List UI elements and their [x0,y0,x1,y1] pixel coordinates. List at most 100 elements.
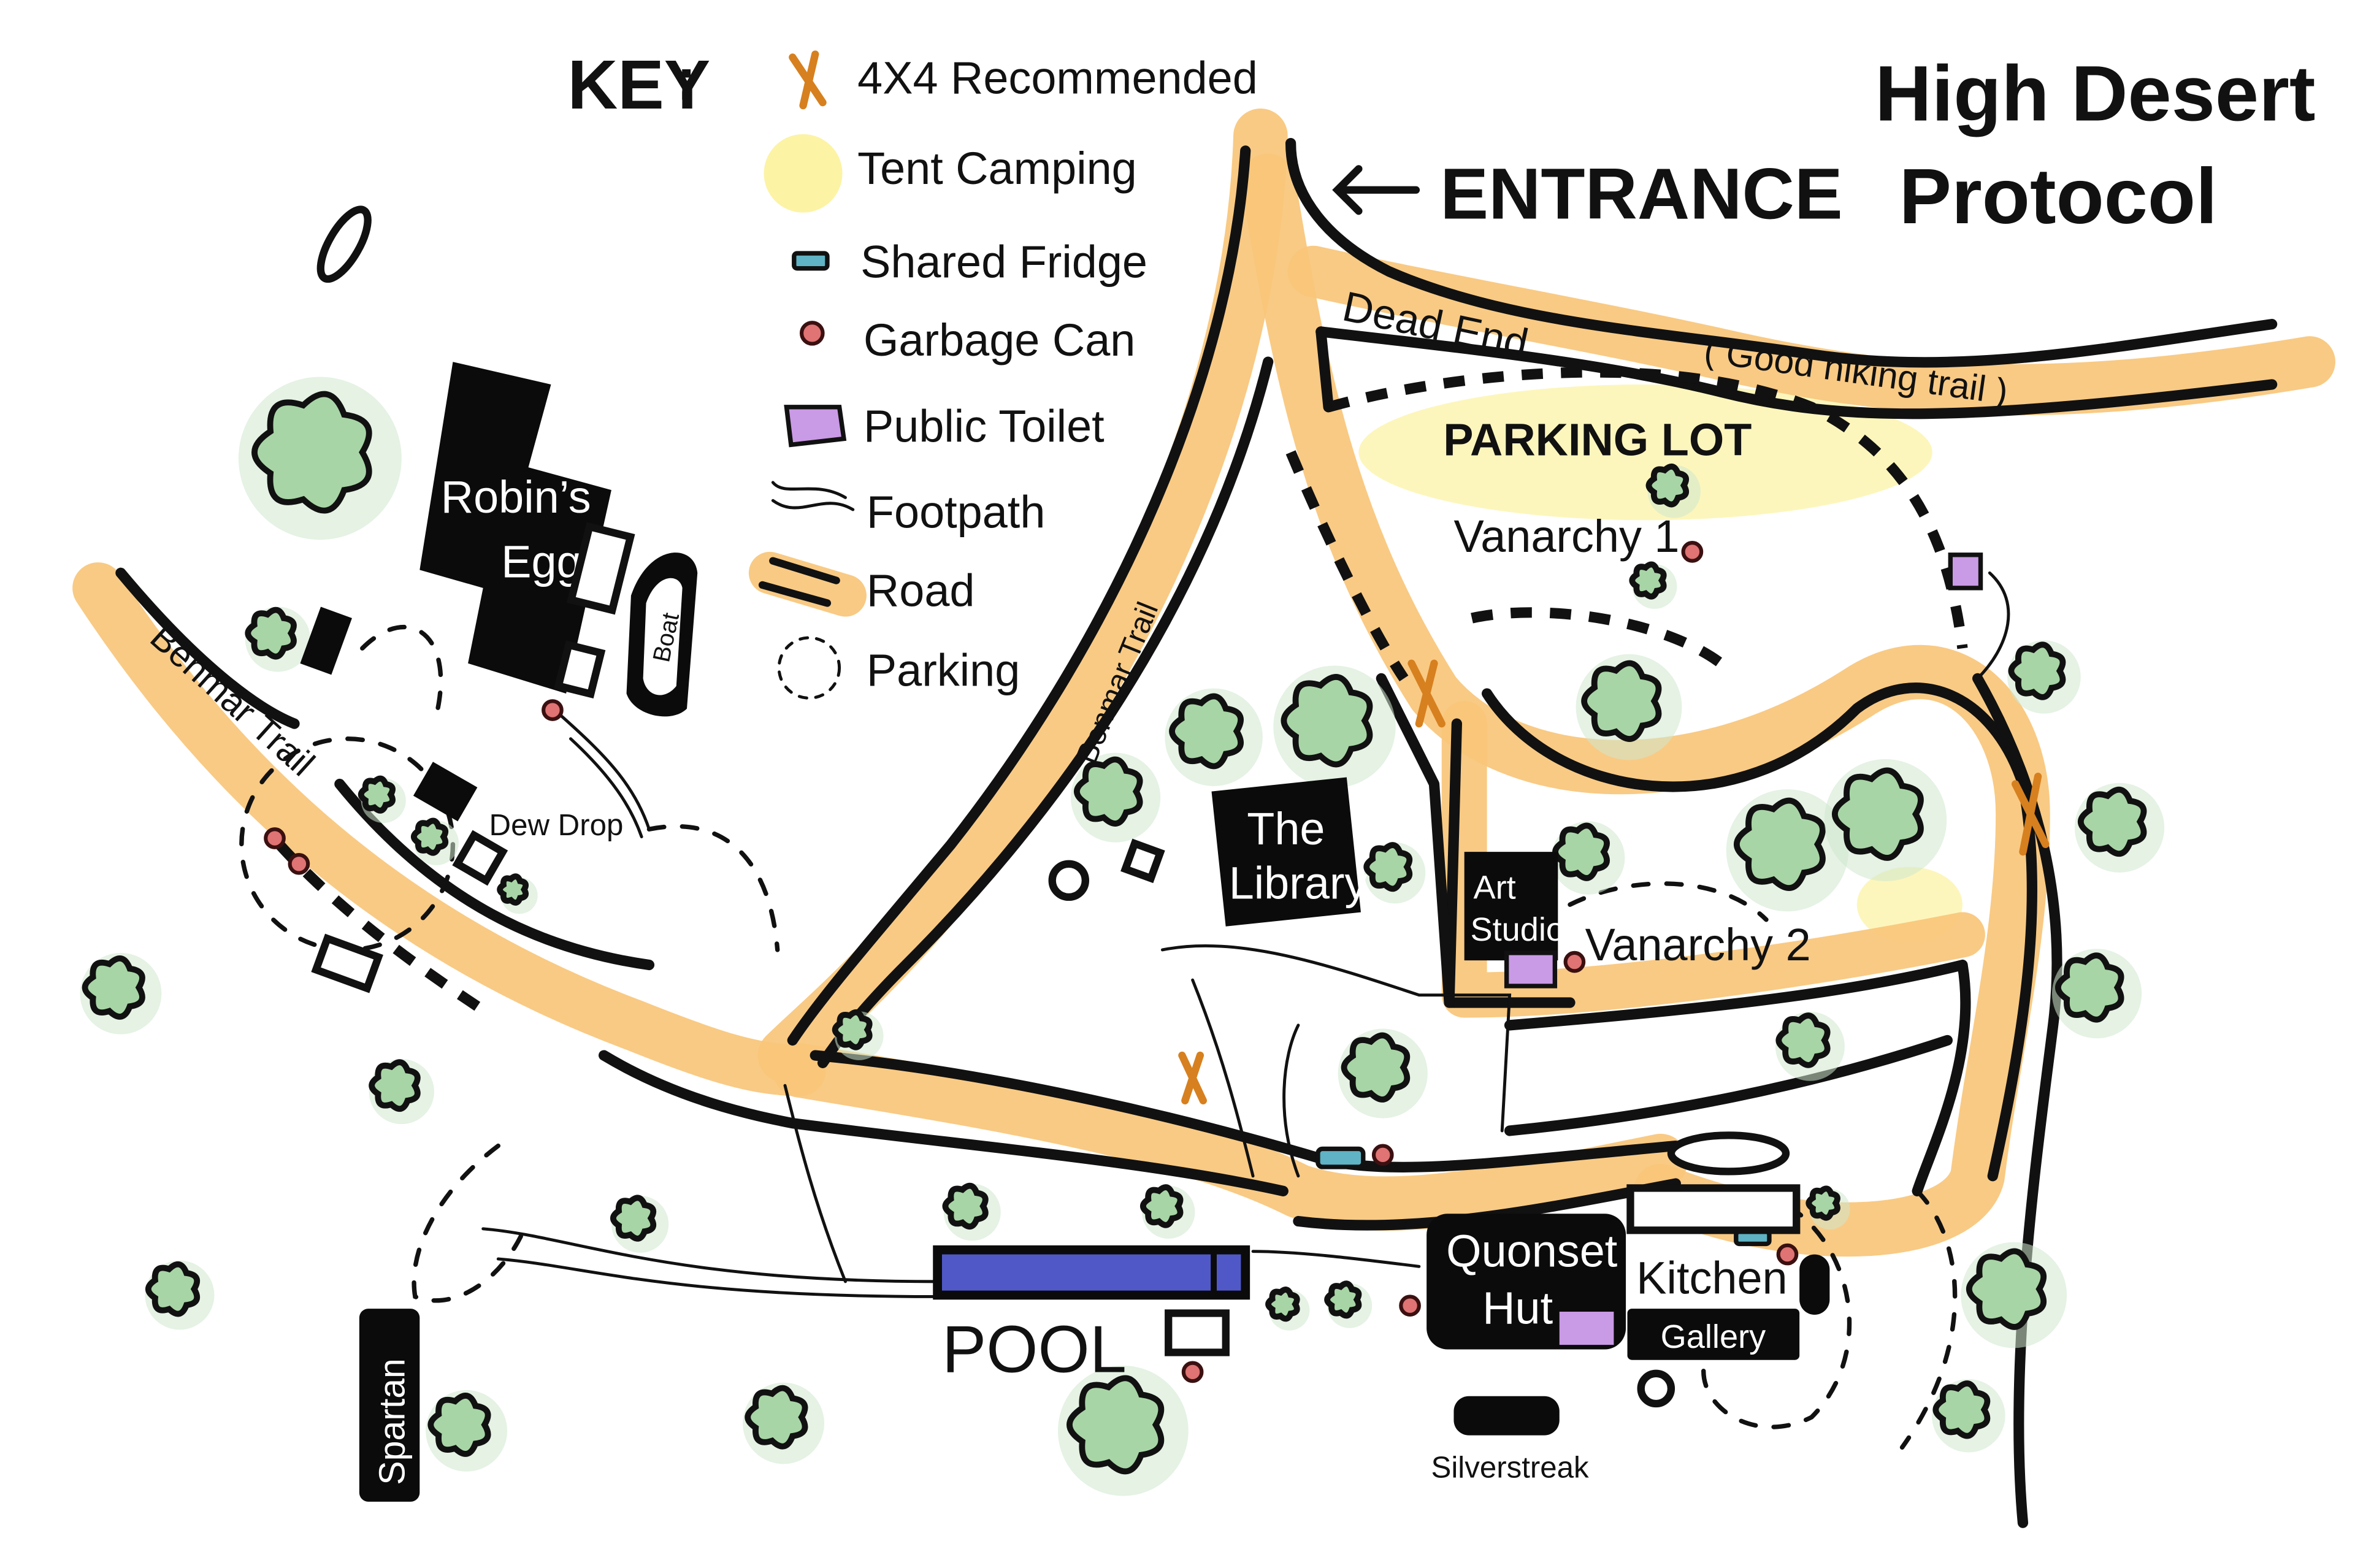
tree-icon [1832,767,1924,861]
tree-icon [1074,756,1143,827]
road-fill-benmar-center [757,109,1288,1083]
footpath [560,714,651,831]
tree-icon [245,606,297,660]
road-edge [1315,326,2278,419]
vanarchy-2-label: Vanarchy 2 [1585,919,1811,970]
tree-icon [358,775,396,814]
tent-area-parking [1358,384,1932,521]
parking-boundary-vanarchy1 [1471,607,1725,668]
footpath [783,1084,847,1283]
cabin[interactable] [1165,1309,1230,1356]
garbage-can-icon[interactable] [1371,1144,1394,1166]
road-edge [787,145,1251,1046]
legend-label: Parking [867,645,1020,696]
boat-building[interactable]: Boat [626,553,698,717]
legend-label: Footpath [867,487,1045,538]
road-fill-loop [1441,701,1985,1018]
robins-egg-label: Robin’s [441,472,591,522]
garbage-can-icon[interactable] [264,827,286,849]
road-dashed-benmar-left [275,841,486,1015]
tree-icon [1966,1248,2047,1330]
kitchen-structure[interactable] [1626,1184,1801,1234]
gallery-label: Gallery [1661,1318,1766,1355]
pool[interactable]: POOL [933,1245,1250,1386]
robins-egg-building[interactable]: Robin’s Egg [419,362,611,694]
parking-area [412,1143,523,1303]
map-title: High Desert [1875,50,2315,138]
tree-icon [1324,1280,1362,1319]
toilet-quonset[interactable] [1559,1312,1614,1345]
footpath [1282,1023,1300,1178]
cabin[interactable] [311,933,383,993]
tree-icon [369,1059,421,1112]
road-edge [1376,673,1455,1008]
footpath [496,1257,938,1298]
kitchen-label: Kitchen [1636,1253,1787,1304]
garbage-can-icon[interactable] [1776,1243,1799,1266]
round-structure[interactable] [1667,1131,1790,1176]
cabin[interactable] [566,522,635,615]
library-building[interactable]: The Library [1211,777,1368,927]
garbage-can-icon[interactable] [542,699,564,721]
legend-label: Shared Fridge [860,236,1147,287]
toilet-art-studio[interactable] [1504,950,1558,989]
garbage-can-icon[interactable] [1181,1361,1204,1383]
parking-lot-boundary [1327,367,1968,649]
x-4x4-icon [789,50,827,110]
robins-egg-label: Egg [501,537,581,587]
garbage-can-icon[interactable] [1563,950,1586,973]
fridge-kitchen[interactable] [1734,1230,1772,1247]
silverstreak-trailer[interactable]: Silverstreak [1431,1396,1589,1485]
garbage-can-icon [800,321,825,346]
dew-drop-label: Dew Drop [489,808,624,842]
tree-icon [1281,674,1373,768]
garbage-can-icon[interactable] [288,852,310,875]
tree-icon [1806,1185,1840,1221]
tree-icon [2055,952,2124,1023]
toilet-east[interactable] [1948,553,1983,591]
tree-icon [1341,1032,1411,1103]
spartan-label: Spartan [372,1358,413,1485]
footpath [1251,1250,1421,1268]
spartan-trailer[interactable]: Spartan [359,1309,420,1502]
tree-icon [1581,660,1662,742]
legend-label: Tent Camping [857,143,1137,194]
round-structure[interactable] [1637,1369,1675,1408]
garbage-can-icon[interactable] [1399,1295,1421,1317]
cabin[interactable] [1120,838,1165,884]
road-edge [1504,959,1971,1196]
tree-icon [1645,463,1690,508]
tree-icon [1552,822,1610,881]
trailer[interactable] [1799,1254,1830,1315]
garbage-can-icon[interactable] [1681,541,1704,563]
entrance-label: ENTRANCE [1440,154,1842,235]
fridge-south[interactable] [1315,1146,1366,1169]
pond [316,205,372,283]
tree-icon [1140,1184,1184,1228]
cabin[interactable] [452,830,508,886]
pool-water [942,1254,1211,1291]
dew-drop-building[interactable]: Dew Drop [413,762,623,842]
tree-icon [942,1182,989,1230]
cabin[interactable] [554,640,606,699]
tree-icon [145,1261,201,1317]
parking-area [1701,1204,1852,1429]
parking-icon [777,636,841,700]
art-studio-label: Studio [1471,911,1565,948]
footpath [1160,944,1512,1133]
silverstreak-label: Silverstreak [1431,1451,1589,1485]
toilet-icon [784,405,847,448]
legend-label: Garbage Can [864,315,1135,365]
tree-icon [427,1393,491,1457]
road-fill-south [773,1043,1688,1231]
quonset-hut-building[interactable]: Quonset Hut [1426,1214,1626,1350]
road-dashed-east [1285,450,1409,682]
tree-icon [1932,1380,1991,1439]
cabin[interactable] [300,606,352,675]
art-studio-building[interactable]: Art Studio [1464,852,1565,961]
round-structure[interactable] [1048,860,1090,901]
gallery-building[interactable]: Gallery [1627,1309,1800,1360]
fridge-icon [792,251,830,271]
library-label: Library [1229,857,1368,908]
